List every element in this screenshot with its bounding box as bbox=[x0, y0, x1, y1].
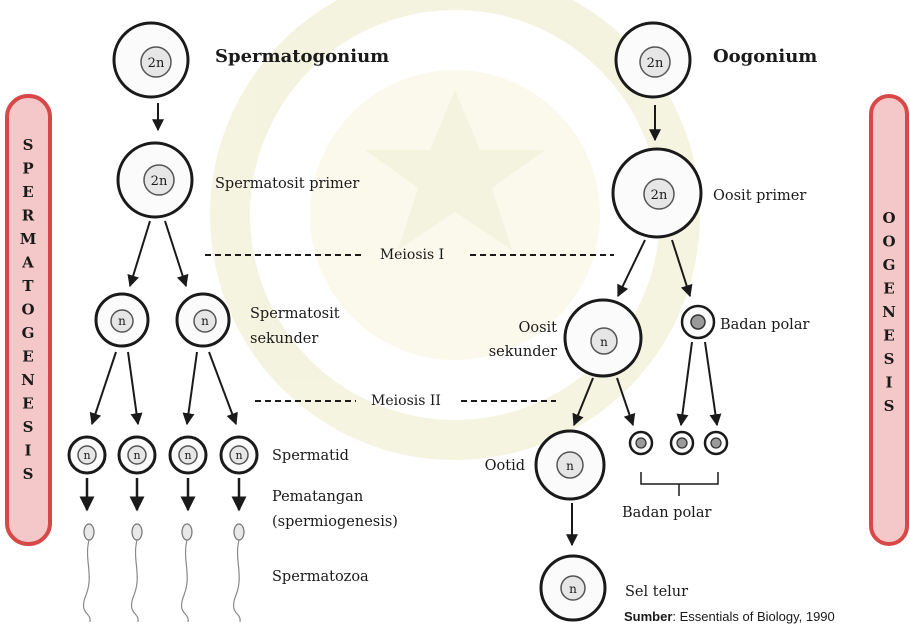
spermatocyte-secondary-cell: n bbox=[175, 292, 231, 348]
arrow bbox=[182, 351, 198, 426]
side-label-letter: S bbox=[23, 136, 34, 154]
oocyte-primary-cell: 2n bbox=[611, 147, 703, 239]
polar-body-cell bbox=[669, 430, 695, 456]
ploidy-label: 2n bbox=[151, 174, 168, 189]
side-label-letter: O bbox=[882, 233, 895, 251]
ploidy-label: n bbox=[235, 449, 242, 462]
polar-body-cell bbox=[628, 430, 654, 456]
arrow bbox=[616, 377, 636, 427]
polar-bodies-bracket bbox=[640, 472, 719, 496]
meiosis-2-label: Meiosis II bbox=[371, 393, 441, 409]
meiosis-1-label: Meiosis I bbox=[380, 247, 444, 263]
side-label-letter: R bbox=[22, 207, 35, 225]
arrow bbox=[572, 377, 594, 427]
arrow bbox=[164, 220, 189, 288]
oogonium-label: Oogonium bbox=[713, 46, 817, 67]
spermatocyte-secondary-cell: n bbox=[94, 292, 150, 348]
ploidy-label: n bbox=[83, 449, 90, 462]
source-label: Sumber bbox=[624, 609, 672, 624]
side-label-letter: O bbox=[882, 209, 895, 227]
oocyte-secondary-cell: n bbox=[563, 298, 643, 378]
ploidy-label: n bbox=[566, 459, 574, 473]
side-label-letter: S bbox=[23, 418, 34, 436]
side-label-letter: S bbox=[884, 350, 895, 368]
polar-body-cell bbox=[703, 430, 729, 456]
spermatocyte-primary-cell: 2n bbox=[116, 141, 194, 219]
polar-body-cell bbox=[680, 304, 716, 340]
side-label-letter: O bbox=[21, 301, 34, 319]
side-label-letter: E bbox=[883, 280, 894, 298]
ploidy-label: 2n bbox=[647, 56, 664, 71]
spermatid-cell: n bbox=[117, 435, 157, 475]
arrow bbox=[127, 220, 151, 288]
side-label-letter: N bbox=[21, 371, 35, 389]
ploidy-label: n bbox=[201, 314, 209, 328]
side-label-letter: I bbox=[24, 442, 31, 460]
source-text: : Essentials of Biology, 1990 bbox=[672, 609, 834, 624]
sperm-cell bbox=[82, 523, 95, 623]
side-label-letter: E bbox=[22, 348, 33, 366]
ootid-cell: n bbox=[534, 429, 606, 501]
arrow bbox=[676, 341, 693, 427]
spermatocyte-secondary-label: sekunder bbox=[250, 331, 318, 347]
spermatogonium-cell: 2n bbox=[112, 21, 190, 99]
spermatid-cell: n bbox=[168, 435, 208, 475]
maturation-label: (spermiogenesis) bbox=[272, 514, 398, 530]
egg-label: Sel telur bbox=[625, 584, 688, 600]
spermatozoa-label: Spermatozoa bbox=[272, 569, 369, 585]
side-label-letter: I bbox=[885, 374, 892, 392]
polar-bodies-label: Badan polar bbox=[622, 505, 711, 521]
ploidy-label: 2n bbox=[651, 188, 668, 203]
ploidy-label: n bbox=[600, 335, 608, 349]
side-label-letter: S bbox=[23, 465, 34, 483]
side-label-letter: T bbox=[22, 277, 34, 295]
polar-body-label: Badan polar bbox=[720, 317, 809, 333]
side-label-letter: G bbox=[883, 256, 896, 274]
ploidy-label: n bbox=[569, 582, 577, 596]
spermatid-cell: n bbox=[67, 435, 107, 475]
sperm-cell bbox=[130, 523, 143, 623]
arrow bbox=[89, 351, 117, 426]
spermatocyte-secondary-label: Spermatosit bbox=[250, 306, 340, 322]
ploidy-label: n bbox=[184, 449, 191, 462]
oocyte-secondary-label: Oosit bbox=[518, 320, 557, 336]
spermatid-label: Spermatid bbox=[272, 448, 349, 464]
side-label-letter: A bbox=[21, 254, 34, 272]
sperm-cell bbox=[180, 523, 193, 623]
side-label-letter: E bbox=[883, 327, 894, 345]
side-label-letter: N bbox=[882, 303, 896, 321]
sperm-cell bbox=[232, 523, 245, 623]
arrow bbox=[208, 351, 238, 426]
side-label-letter: P bbox=[22, 160, 33, 178]
spermatocyte-primary-label: Spermatosit primer bbox=[215, 176, 359, 192]
ploidy-label: n bbox=[133, 449, 140, 462]
side-label-letter: G bbox=[22, 324, 35, 342]
oogonium-cell: 2n bbox=[614, 21, 692, 99]
side-label-letter: M bbox=[20, 230, 37, 248]
maturation-label: Pematangan bbox=[272, 489, 363, 505]
source-citation: Sumber: Essentials of Biology, 1990 bbox=[624, 609, 835, 624]
oocyte-secondary-label: sekunder bbox=[489, 344, 557, 360]
spermatid-cell: n bbox=[219, 435, 259, 475]
side-label-letter: E bbox=[22, 395, 33, 413]
ootid-label: Ootid bbox=[485, 458, 525, 474]
arrow bbox=[127, 351, 143, 426]
side-label-letter: S bbox=[884, 397, 895, 415]
ploidy-label: n bbox=[118, 314, 126, 328]
arrow bbox=[704, 341, 722, 427]
oocyte-primary-label: Oosit primer bbox=[713, 188, 806, 204]
spermatogonium-label: Spermatogonium bbox=[215, 46, 389, 67]
egg-cell: n bbox=[539, 554, 607, 622]
ploidy-label: 2n bbox=[148, 56, 165, 71]
side-label-letter: E bbox=[22, 183, 33, 201]
arrow bbox=[671, 239, 693, 298]
arrow bbox=[617, 239, 646, 298]
